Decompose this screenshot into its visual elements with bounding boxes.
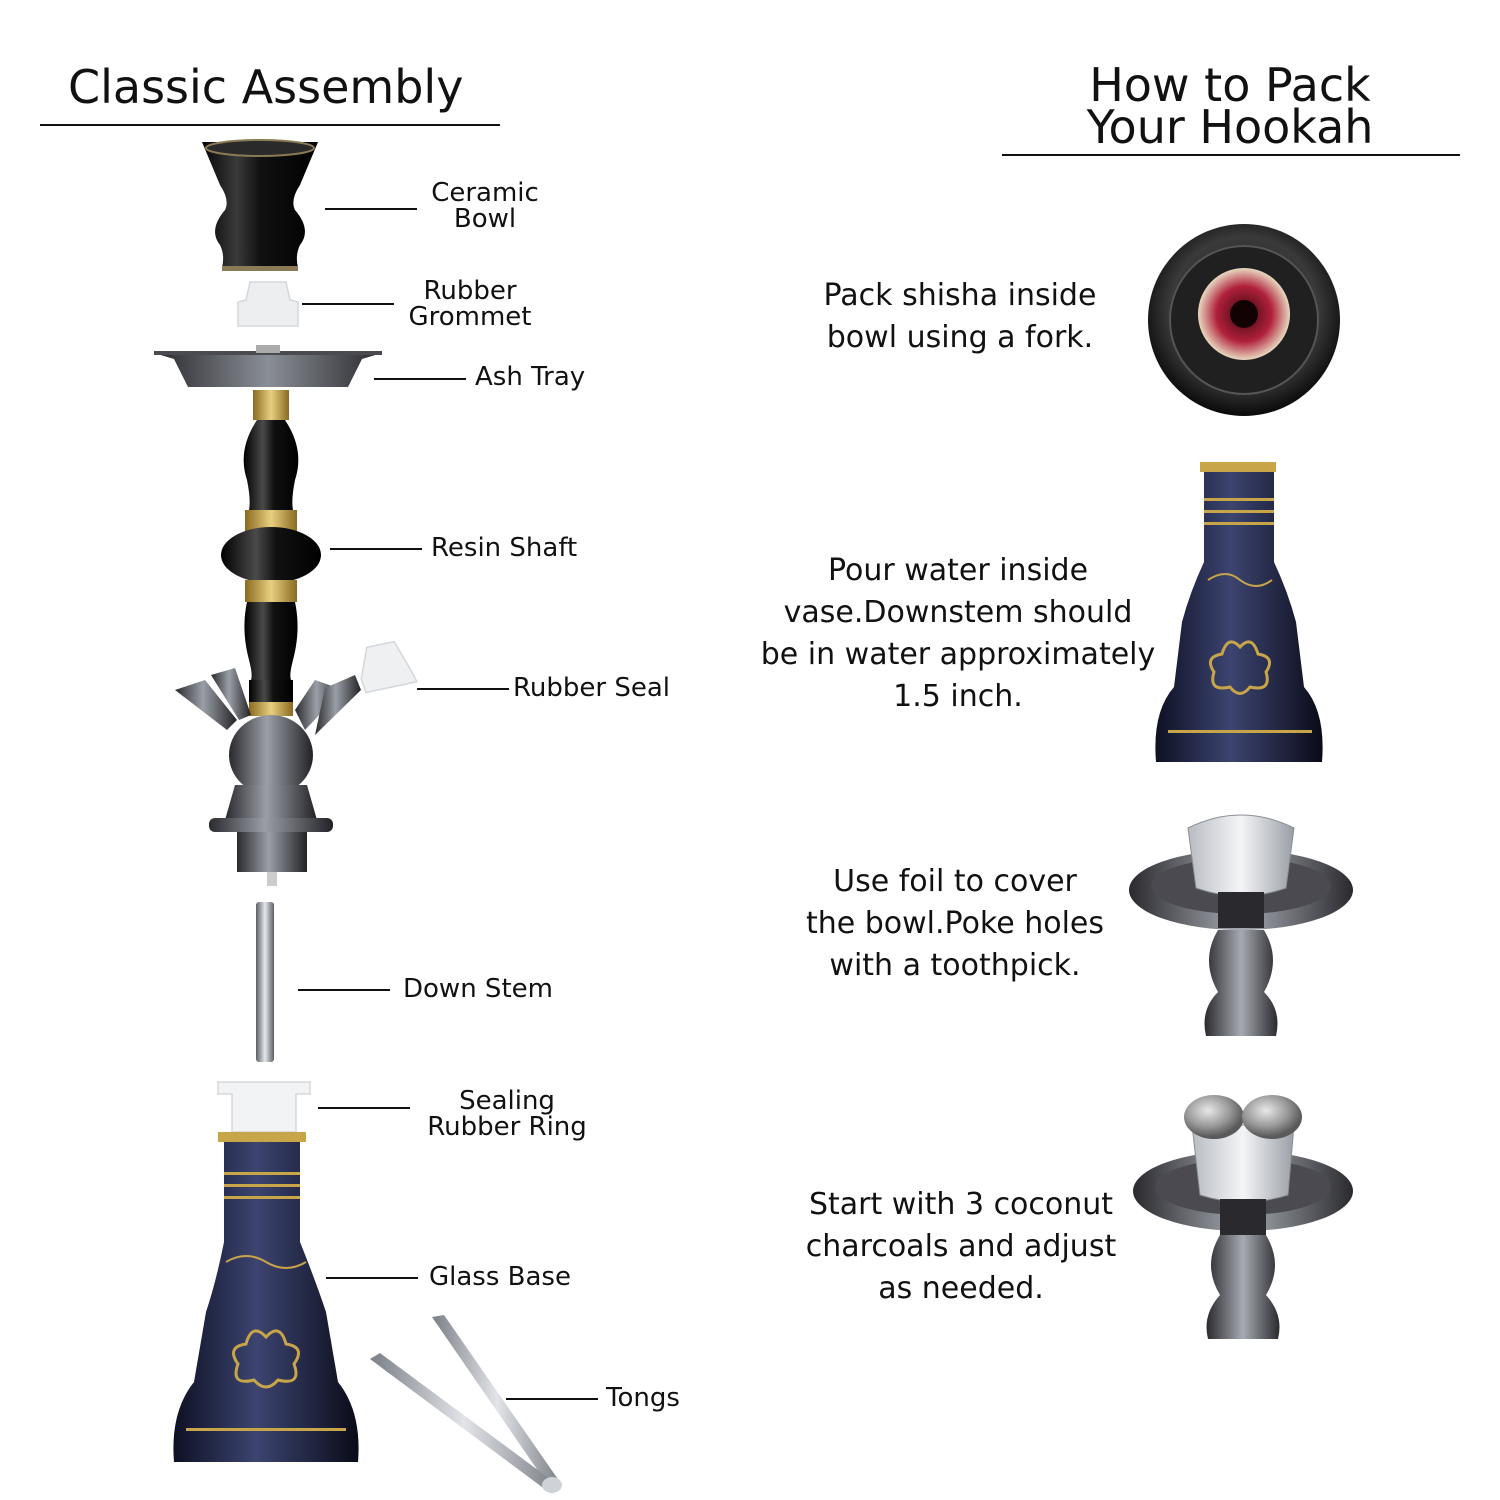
assembly-title-rule: [40, 124, 500, 126]
packing-title-line2: Your Hookah: [1086, 100, 1374, 154]
step-1-bowl-image: [1148, 224, 1340, 416]
assembly-title: Classic Assembly: [68, 60, 464, 114]
leader-tongs: [506, 1398, 598, 1400]
step-1-line1: Pack shisha inside: [823, 278, 1097, 313]
label-tongs: Tongs: [606, 1383, 680, 1413]
label-sealing-rubber-ring-line2: Rubber Ring: [427, 1112, 587, 1142]
step-2-text: Pour water inside vase.Downstem should b…: [748, 550, 1168, 718]
step-4-text: Start with 3 coconut charcoals and adjus…: [776, 1184, 1146, 1310]
label-rubber-grommet: Rubber Grommet: [405, 278, 535, 330]
step-3-line3: with a toothpick.: [829, 948, 1081, 983]
label-ceramic-bowl-line1: Ceramic: [431, 178, 539, 208]
ash-tray-image: [154, 345, 382, 387]
step-3-text: Use foil to cover the bowl.Poke holes wi…: [770, 861, 1140, 987]
packing-title-rule: [1002, 154, 1460, 156]
step-4-line2: charcoals and adjust: [805, 1229, 1117, 1264]
step-2-line2: vase.Downstem should: [783, 595, 1133, 630]
step-2-line4: 1.5 inch.: [893, 679, 1023, 714]
leader-rubber-seal: [417, 688, 509, 690]
leader-ash-tray: [374, 378, 466, 380]
label-resin-shaft: Resin Shaft: [431, 533, 578, 563]
label-rubber-seal: Rubber Seal: [513, 673, 670, 703]
step-2-line3: be in water approximately: [760, 637, 1156, 672]
leader-rubber-grommet: [302, 303, 394, 305]
label-down-stem: Down Stem: [403, 974, 553, 1004]
ceramic-bowl-image: [202, 139, 318, 271]
sealing-rubber-ring-image: [217, 1081, 311, 1133]
step-2-vase-image: [1155, 462, 1323, 762]
label-ceramic-bowl: Ceramic Bowl: [425, 180, 545, 232]
resin-shaft-image: [175, 390, 361, 886]
rubber-seal-image: [360, 640, 419, 694]
label-sealing-rubber-ring: Sealing Rubber Ring: [422, 1088, 592, 1140]
step-4-line3: as needed.: [878, 1271, 1044, 1306]
leader-resin-shaft: [330, 548, 422, 550]
rubber-grommet-image: [237, 281, 299, 327]
step-2-line1: Pour water inside: [827, 553, 1089, 588]
packing-title: How to Pack Your Hookah: [1030, 58, 1430, 154]
packing-title-line1: How to Pack: [1089, 58, 1371, 112]
label-ash-tray: Ash Tray: [475, 362, 586, 392]
label-rubber-grommet-line1: Rubber: [423, 276, 517, 306]
tongs-image: [370, 1315, 562, 1493]
leader-down-stem: [298, 989, 390, 991]
label-sealing-rubber-ring-line1: Sealing: [459, 1086, 555, 1116]
step-3-foil-bowl-image: [1129, 814, 1353, 1036]
step-3-line1: Use foil to cover: [833, 864, 1077, 899]
leader-sealing-rubber-ring: [318, 1107, 410, 1109]
leader-ceramic-bowl: [325, 208, 417, 210]
step-1-line2: bowl using a fork.: [826, 320, 1094, 355]
step-4-line1: Start with 3 coconut: [808, 1187, 1114, 1222]
label-glass-base: Glass Base: [429, 1262, 571, 1292]
label-ceramic-bowl-line2: Bowl: [453, 204, 517, 234]
down-stem-image: [256, 902, 274, 1062]
leader-glass-base: [326, 1277, 418, 1279]
label-rubber-grommet-line2: Grommet: [408, 302, 532, 332]
step-4-charcoal-bowl-image: [1133, 1095, 1353, 1339]
glass-base-image: [173, 1132, 359, 1462]
step-1-text: Pack shisha inside bowl using a fork.: [780, 275, 1140, 359]
step-3-line2: the bowl.Poke holes: [805, 906, 1105, 941]
